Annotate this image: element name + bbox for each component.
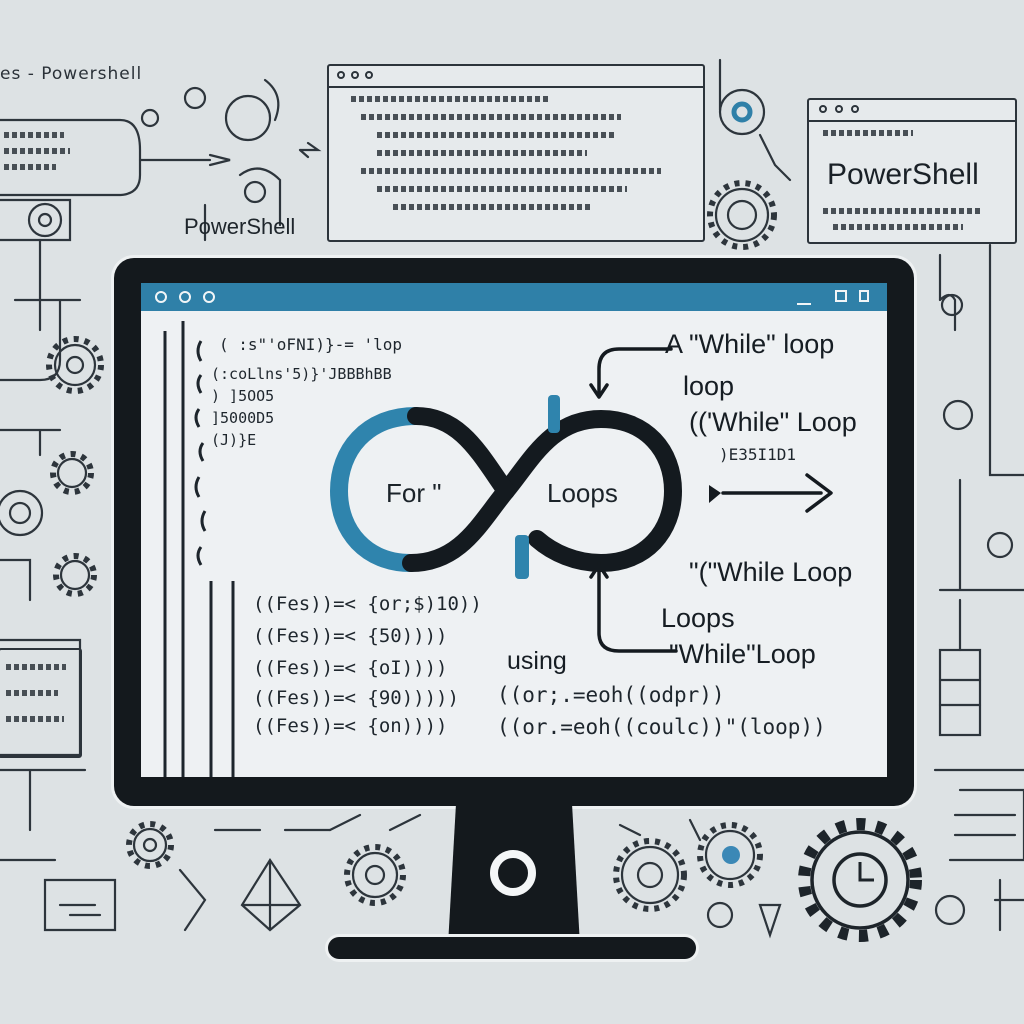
code-window-top-center xyxy=(327,64,705,242)
code-scribble xyxy=(6,690,58,696)
window-dot xyxy=(155,291,167,303)
monitor-screen: ( :s"'oFNI)}-= 'lop (:coLlns'5)}'JBBBhBB… xyxy=(141,283,887,777)
annotation-expression: ((or.=eoh((coulc))"(loop)) xyxy=(497,715,826,739)
arrow-head xyxy=(589,383,609,399)
window-dot xyxy=(365,71,373,79)
infinity-loop-symbol xyxy=(329,395,683,579)
code-scribble xyxy=(351,96,551,102)
code-line: ((Fes))=< {90))))) xyxy=(253,687,459,709)
powershell-window-title: PowerShell xyxy=(827,158,979,191)
powershell-label-left: PowerShell xyxy=(184,214,296,239)
top-left-label: es - Powershell xyxy=(0,64,143,84)
code-scribble xyxy=(361,114,621,120)
arrow-tail-mark xyxy=(709,485,721,503)
code-window-left xyxy=(4,126,80,210)
infinity-label-right: Loops xyxy=(547,478,618,508)
monitor-base xyxy=(328,937,696,959)
code-scribble xyxy=(377,150,587,156)
code-line: ((Fes))=< {or;$)10)) xyxy=(253,593,482,615)
annotation-while-loop-quoted: "While"Loop xyxy=(669,639,816,669)
annotation-while-loop-paren: (('While" Loop xyxy=(689,407,857,437)
side-box-left xyxy=(0,648,82,758)
code-scribble xyxy=(823,130,913,136)
power-icon xyxy=(490,850,536,896)
annotation-while-loop: A "While" loop xyxy=(665,329,835,359)
window-titlebar xyxy=(329,66,703,88)
window-dot xyxy=(351,71,359,79)
code-line: (J)}E xyxy=(211,431,257,449)
code-scribble xyxy=(4,164,56,170)
code-scribble xyxy=(4,148,70,154)
infinity-label-left: For " xyxy=(386,478,442,508)
annotation-using: using xyxy=(507,647,567,675)
window-dot xyxy=(835,105,843,113)
arrow-head xyxy=(589,563,609,579)
code-line: ((Fes))=< {50)))) xyxy=(253,625,448,647)
code-line: ((Fes))=< {oI)))) xyxy=(253,657,448,679)
annotation-expression: ((or;.=eoh((odpr)) xyxy=(497,683,725,707)
code-line: ( :s"'oFNI)}-= 'lop xyxy=(219,335,403,354)
infinity-blue-arc xyxy=(329,407,425,572)
code-scribble xyxy=(361,168,661,174)
arrow-head xyxy=(805,473,833,513)
window-dot xyxy=(203,291,215,303)
close-icon[interactable] xyxy=(859,290,869,302)
annotation-loop: loop xyxy=(683,371,735,401)
annotation-arrows xyxy=(589,347,833,653)
window-dot xyxy=(179,291,191,303)
infinity-dark-stroke xyxy=(407,407,515,500)
code-scribble xyxy=(823,208,983,214)
code-scribble xyxy=(377,186,627,192)
code-line: (:coLlns'5)}'JBBBhBB xyxy=(211,365,392,383)
code-scribble xyxy=(393,204,593,210)
code-line: ((Fes))=< {on)))) xyxy=(253,715,448,737)
code-scribble xyxy=(4,132,64,138)
window-dot xyxy=(337,71,345,79)
minimize-icon[interactable] xyxy=(797,289,811,305)
infinity-blue-cap xyxy=(515,535,529,579)
annotation-loops: Loops xyxy=(661,603,735,633)
window-dot xyxy=(819,105,827,113)
code-line: ]5000D5 xyxy=(211,409,275,427)
code-scribble xyxy=(377,132,617,138)
code-scribble xyxy=(833,224,963,230)
window-dot xyxy=(851,105,859,113)
annotation-small-code: )E35I1D1 xyxy=(719,445,797,464)
screen-titlebar xyxy=(141,283,887,311)
annotation-while-loop-lower: "("While Loop xyxy=(689,557,853,587)
window-titlebar xyxy=(809,100,1015,122)
code-line: ) ]5OO5 xyxy=(211,387,275,405)
infinity-blue-cap xyxy=(548,395,560,433)
arrow-down-to-loop xyxy=(597,347,673,395)
code-indent-guides xyxy=(163,321,235,777)
arrow-up-to-loop xyxy=(597,561,678,653)
maximize-icon[interactable] xyxy=(835,290,847,302)
code-scribble xyxy=(6,716,64,722)
infinity-dark-stroke xyxy=(402,409,683,573)
code-scribble xyxy=(6,664,66,670)
powershell-window: PowerShell xyxy=(807,98,1017,244)
